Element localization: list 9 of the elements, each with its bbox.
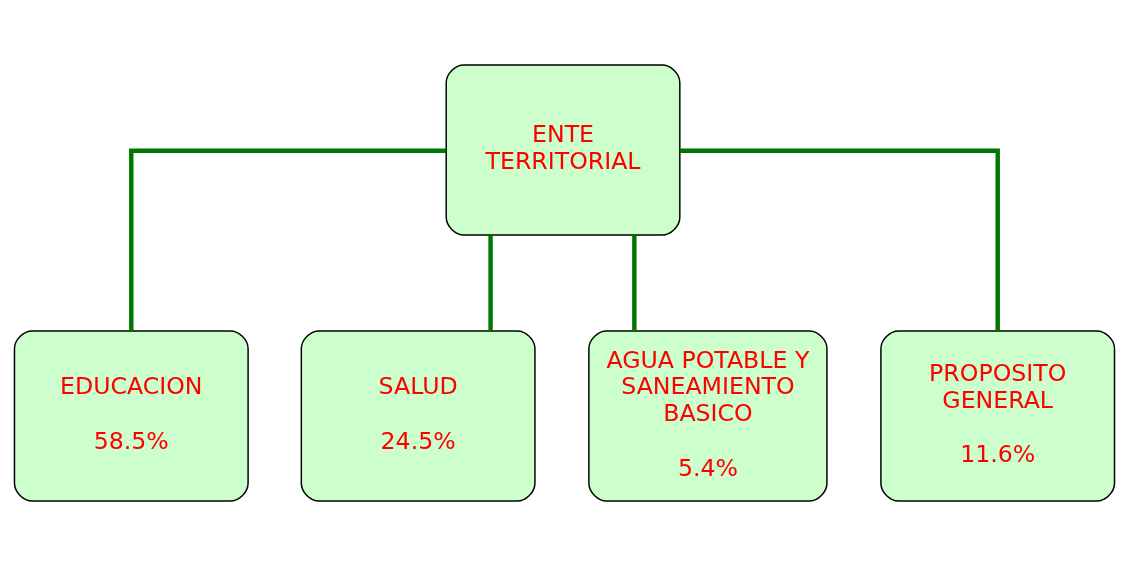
node-box: EDUCACION 58.5%	[13, 330, 249, 502]
connector	[488, 235, 493, 331]
connector	[129, 148, 447, 331]
node-box: PROPOSITO GENERAL 11.6%	[880, 330, 1116, 502]
node-box: AGUA POTABLE Y SANEAMIENTO BASICO 5.4%	[588, 330, 828, 502]
connector	[632, 235, 637, 331]
node-box: ENTE TERRITORIAL	[445, 64, 681, 236]
node-box: SALUD 24.5%	[300, 330, 536, 502]
connector	[680, 148, 1000, 331]
